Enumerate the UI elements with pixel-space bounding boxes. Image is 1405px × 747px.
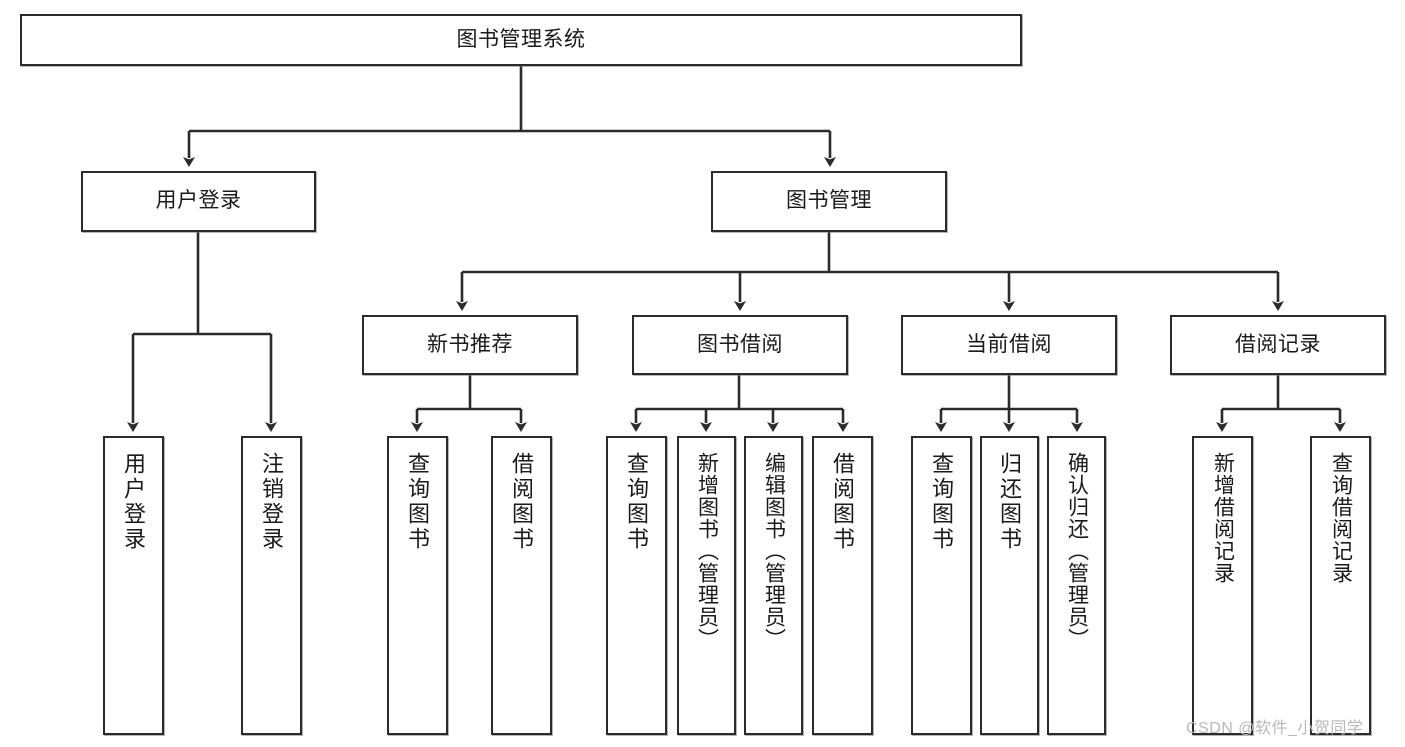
node-borrow-record[interactable]: 借阅记录 — [1170, 315, 1386, 375]
leaf-new-book-borrow[interactable]: 借阅图书 — [491, 436, 552, 735]
leaf-current-borrow-return[interactable]: 归还图书 — [980, 436, 1039, 735]
leaf-book-borrow-edit-label: 编辑图书（管理员） — [762, 452, 786, 650]
leaf-book-borrow-add[interactable]: 新增图书（管理员） — [677, 436, 736, 735]
node-new-book-recommend-label: 新书推荐 — [427, 332, 513, 356]
leaf-new-book-borrow-label: 借阅图书 — [509, 452, 535, 552]
leaf-current-borrow-confirm-label: 确认归还（管理员） — [1065, 452, 1089, 650]
node-user-login[interactable]: 用户登录 — [81, 171, 316, 232]
node-book-borrow[interactable]: 图书借阅 — [632, 315, 848, 375]
node-book-management[interactable]: 图书管理 — [711, 171, 947, 232]
leaf-book-borrow-borrow-label: 借阅图书 — [830, 452, 856, 552]
leaf-current-borrow-confirm[interactable]: 确认归还（管理员） — [1047, 436, 1106, 735]
leaf-borrow-record-add[interactable]: 新增借阅记录 — [1192, 436, 1253, 735]
node-root[interactable]: 图书管理系统 — [20, 14, 1022, 66]
leaf-current-borrow-return-label: 归还图书 — [997, 452, 1023, 552]
node-new-book-recommend[interactable]: 新书推荐 — [362, 315, 578, 375]
leaf-book-borrow-edit[interactable]: 编辑图书（管理员） — [744, 436, 803, 735]
csdn-watermark: CSDN @软件_小贺同学 — [1186, 720, 1364, 737]
node-book-management-label: 图书管理 — [786, 189, 872, 213]
node-user-login-label: 用户登录 — [155, 189, 242, 213]
leaf-book-borrow-query-label: 查询图书 — [624, 452, 650, 552]
leaf-new-book-query-label: 查询图书 — [405, 452, 431, 552]
leaf-current-borrow-query-label: 查询图书 — [929, 452, 955, 552]
node-root-label: 图书管理系统 — [456, 27, 586, 51]
leaf-new-book-query[interactable]: 查询图书 — [387, 436, 448, 735]
leaf-user-login-signin[interactable]: 用户登录 — [103, 436, 164, 735]
leaf-borrow-record-query[interactable]: 查询借阅记录 — [1310, 436, 1371, 735]
leaf-user-login-signout[interactable]: 注销登录 — [241, 436, 302, 735]
leaf-user-login-signin-label: 用户登录 — [121, 452, 147, 552]
node-current-borrow[interactable]: 当前借阅 — [901, 315, 1117, 375]
node-current-borrow-label: 当前借阅 — [966, 332, 1052, 356]
node-book-borrow-label: 图书借阅 — [697, 332, 783, 356]
leaf-book-borrow-query[interactable]: 查询图书 — [606, 436, 667, 735]
leaf-user-login-signout-label: 注销登录 — [259, 452, 285, 552]
leaf-borrow-record-query-label: 查询借阅记录 — [1329, 452, 1353, 584]
leaf-borrow-record-add-label: 新增借阅记录 — [1211, 452, 1235, 584]
leaf-book-borrow-borrow[interactable]: 借阅图书 — [812, 436, 873, 735]
node-borrow-record-label: 借阅记录 — [1235, 332, 1321, 356]
leaf-book-borrow-add-label: 新增图书（管理员） — [695, 452, 719, 650]
leaf-current-borrow-query[interactable]: 查询图书 — [911, 436, 972, 735]
